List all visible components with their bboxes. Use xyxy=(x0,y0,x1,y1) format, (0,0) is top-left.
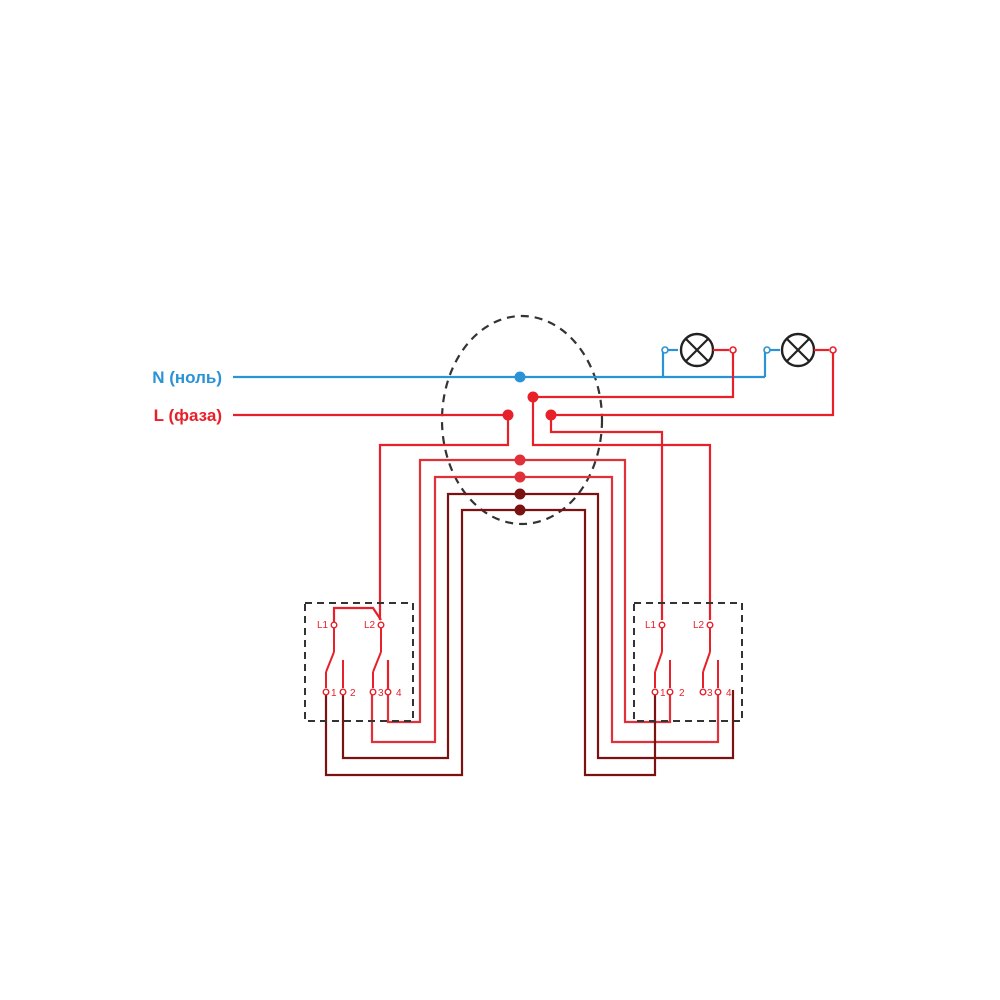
switch-contact-icon xyxy=(325,628,344,688)
switch-right-t1-label: 1 xyxy=(660,688,666,699)
switch-left-t4-terminal xyxy=(384,688,392,696)
switch-left-t1-label: 1 xyxy=(331,688,337,699)
switch-left-l1-terminal xyxy=(330,621,338,629)
lamp-2-terminal-phase xyxy=(829,346,837,354)
inter-switch-wires xyxy=(324,454,735,777)
switch-right-l2-terminal xyxy=(706,621,714,629)
switch-right-t2-label: 2 xyxy=(679,688,685,699)
phase-line xyxy=(233,409,514,620)
switch-right-t2-terminal xyxy=(666,688,674,696)
neutral-junction-dot xyxy=(514,371,526,383)
lamp-icon xyxy=(679,332,715,368)
lamp2-feed-dot xyxy=(545,409,557,421)
switch-left-l2-terminal xyxy=(377,621,385,629)
switch-right-l1-terminal xyxy=(658,621,666,629)
switch-left-t2-terminal xyxy=(339,688,347,696)
switch-right-t3-label: 3 xyxy=(707,688,713,699)
switch-right-outline xyxy=(633,602,743,722)
junction-dot-1 xyxy=(514,454,526,466)
switch-right-l1-label: L1 xyxy=(645,620,657,631)
switch-left-l1-label: L1 xyxy=(317,620,329,631)
switch-left-t1-terminal xyxy=(322,688,330,696)
lamp-2 xyxy=(763,332,837,368)
lamp-feed-wires xyxy=(527,350,835,620)
lamp-1 xyxy=(661,332,737,368)
lamp1-feed-dot xyxy=(527,391,539,403)
switch-left[interactable]: L1 L2 1 2 3 4 xyxy=(304,602,414,722)
switch-contact-icon xyxy=(372,628,389,688)
switch-left-l2-label: L2 xyxy=(364,620,376,631)
switch-left-t3-terminal xyxy=(369,688,377,696)
switch-contact-icon xyxy=(702,628,719,688)
lamp-1-terminal-phase xyxy=(729,346,737,354)
lamp-1-terminal-neutral xyxy=(661,346,669,354)
switch-left-t2-label: 2 xyxy=(350,688,356,699)
switch-left-t3-label: 3 xyxy=(378,688,384,699)
lamp-icon xyxy=(780,332,816,368)
switch-right-t4-label: 4 xyxy=(726,688,732,699)
junction-dot-3 xyxy=(514,488,526,500)
switch-right-l2-label: L2 xyxy=(693,620,705,631)
switch-left-t4-label: 4 xyxy=(396,688,402,699)
junction-box-outline xyxy=(440,314,604,526)
neutral-label: N (ноль) xyxy=(152,368,222,387)
switch-right-t3-terminal xyxy=(699,688,707,696)
junction-dot-2 xyxy=(514,471,526,483)
switch-right-t4-terminal xyxy=(714,688,722,696)
switch-contact-icon xyxy=(654,628,671,688)
lamp-2-terminal-neutral xyxy=(763,346,771,354)
phase-label: L (фаза) xyxy=(154,406,222,425)
switch-right-t1-terminal xyxy=(651,688,659,696)
phase-junction-dot xyxy=(502,409,514,421)
switch-left-outline xyxy=(304,602,414,722)
switch-right[interactable]: L1 L2 1 2 3 4 xyxy=(633,602,743,722)
junction-dot-4 xyxy=(514,504,526,516)
